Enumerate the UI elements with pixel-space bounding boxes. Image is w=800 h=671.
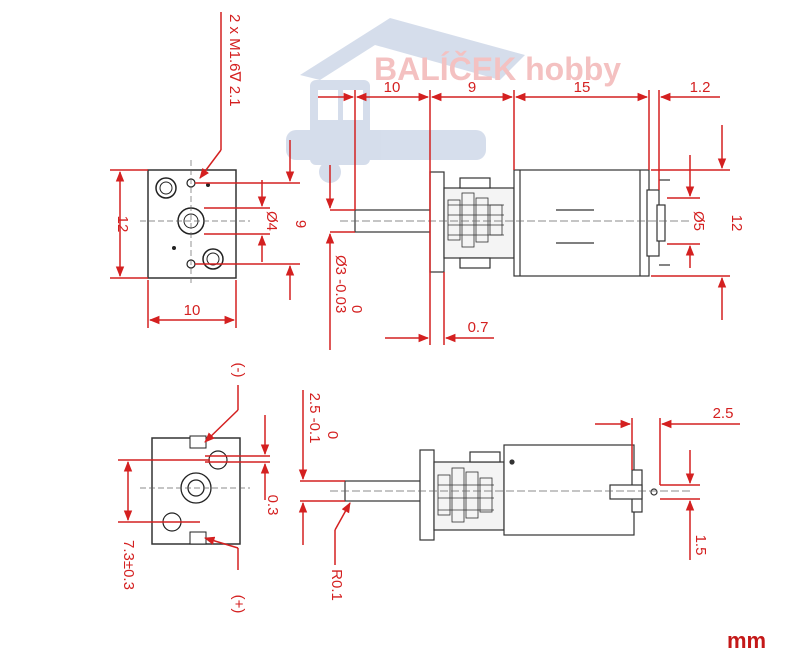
radius-label: R0.1 <box>328 569 345 601</box>
flat-zero-label: 0 <box>324 431 341 439</box>
bottom-side-view <box>344 444 658 541</box>
end-boss-dia: Ø5 <box>690 211 707 231</box>
minus-terminal: (-) <box>230 363 247 378</box>
terminal-len-label: 2.5 <box>713 405 734 422</box>
bottom-gears <box>437 467 494 523</box>
front-width-label: 10 <box>184 302 201 319</box>
rear-view <box>140 435 250 545</box>
side-len-c: 15 <box>574 79 591 96</box>
front-height-label: 12 <box>114 216 131 233</box>
side-view <box>354 169 670 277</box>
hole-spacing-label: 9 <box>292 220 309 228</box>
terminal-w-label: 1.5 <box>692 535 709 556</box>
front-dims <box>110 12 300 328</box>
bottom-side-dims <box>298 390 740 565</box>
side-height-label: 12 <box>728 215 745 232</box>
rear-dims <box>118 385 270 570</box>
side-len-d: 1.2 <box>690 79 711 96</box>
terminal-spacing: 7.3±0.3 <box>120 540 137 590</box>
shaft-dia-label: Ø3 -0.03 <box>332 255 349 313</box>
flat-tol-label: 2.5 -0.1 <box>306 393 323 444</box>
hole-note-label: 2 x M1.6∇ 2.1 <box>226 14 243 107</box>
side-dims <box>318 90 730 350</box>
plus-terminal: (+) <box>230 595 247 614</box>
side-len-a: 10 <box>384 79 401 96</box>
unit-label: mm <box>727 628 767 653</box>
front-view <box>140 160 250 285</box>
watermark-logo: BALÍČEK hobby <box>286 18 621 183</box>
watermark-brand: BALÍČEK hobby <box>374 51 621 87</box>
flange-thick-label: 0.7 <box>468 319 489 336</box>
shaft-dia-zero: 0 <box>348 305 365 313</box>
side-gears <box>447 192 504 248</box>
side-len-b: 9 <box>468 79 476 96</box>
boss-dia-label: Ø4 <box>263 211 280 231</box>
offset-03: 0.3 <box>264 495 281 516</box>
